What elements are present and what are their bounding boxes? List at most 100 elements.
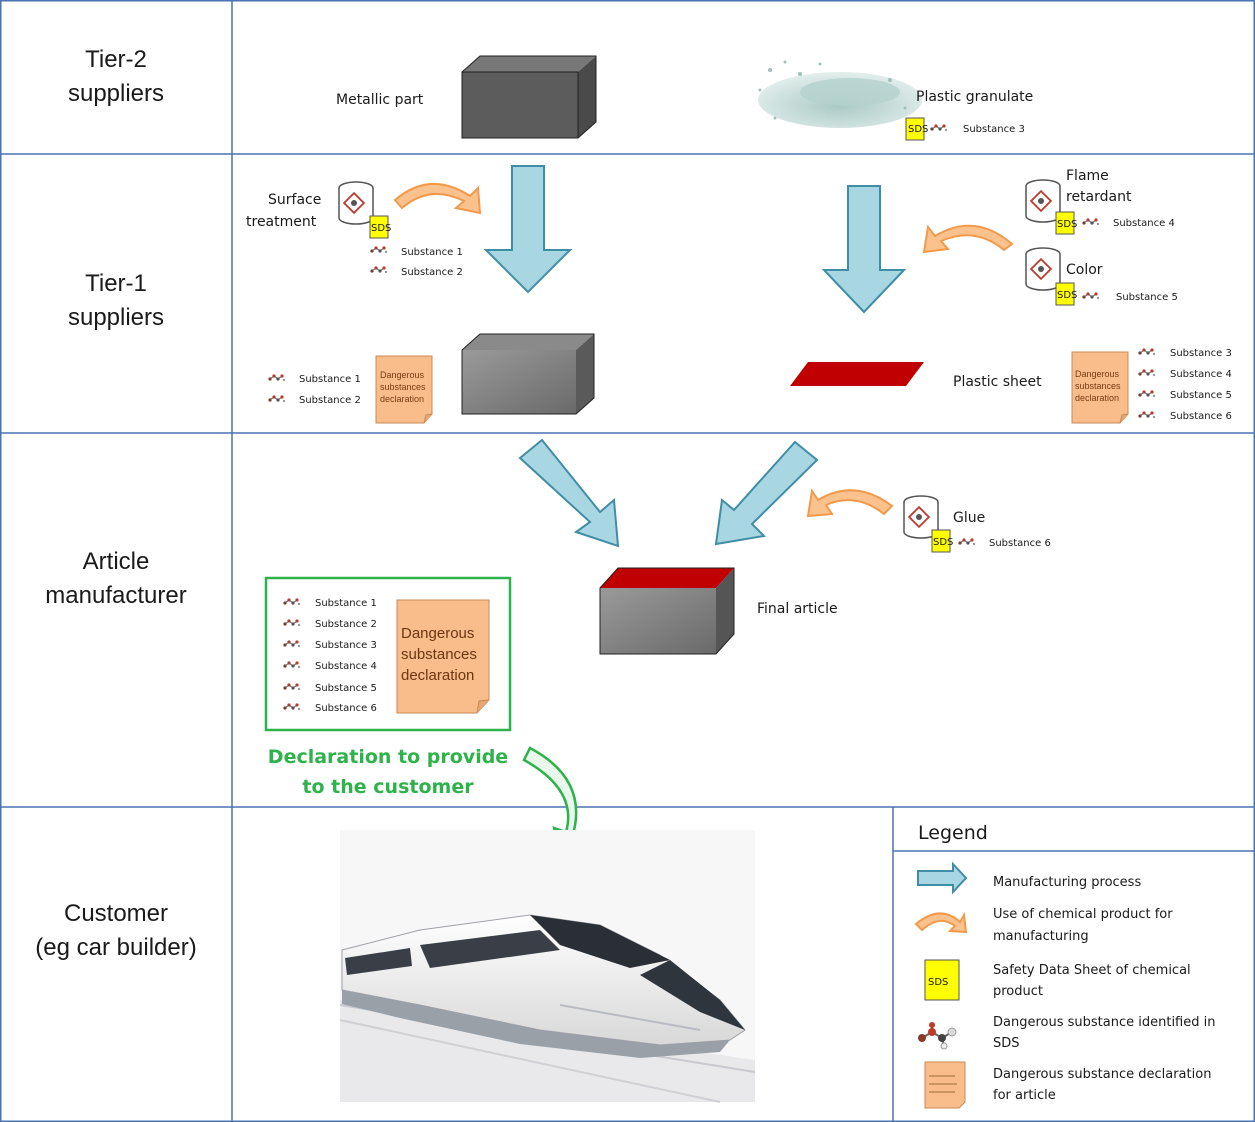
svg-text:declaration: declaration <box>380 394 424 404</box>
sds-badge: SDS <box>369 215 391 239</box>
row-label-line: Tier-1 <box>85 270 147 297</box>
substance-label: Substance 2 <box>315 619 377 630</box>
metallic-part <box>461 55 597 139</box>
use-arrow-icon <box>393 183 482 215</box>
substance-label: Substance 5 <box>315 683 377 694</box>
process-arrow-icon <box>821 185 907 314</box>
molecule-icon <box>282 618 301 627</box>
surface-treatment-label-1: Surface <box>268 192 321 208</box>
svg-text:Dangerous: Dangerous <box>380 370 425 380</box>
substance-label: Substance 1 <box>299 374 361 385</box>
substance-label: Substance 4 <box>1170 369 1232 380</box>
row-label-line: manufacturer <box>45 582 187 609</box>
svg-text:SDS: SDS <box>928 977 948 988</box>
row-label-customer: Customer (eg car builder) <box>0 897 232 965</box>
glue-label: Glue <box>953 510 985 526</box>
svg-text:substances: substances <box>401 646 477 663</box>
legend-item-label: product <box>993 984 1043 999</box>
treated-metal-part <box>461 333 595 415</box>
surface-treatment-label-2: treatment <box>246 214 317 230</box>
molecule-icon <box>1137 368 1156 377</box>
molecule-icon <box>1137 389 1156 398</box>
substance-label: Substance 2 <box>401 267 463 278</box>
chemical-drum-icon <box>338 181 374 225</box>
row-label-line: (eg car builder) <box>35 934 197 961</box>
row-label-line: Customer <box>63 900 169 927</box>
substance-label: Substance 1 <box>401 247 463 258</box>
svg-text:substances: substances <box>1075 381 1121 391</box>
row-label-line: Tier-2 <box>85 46 147 73</box>
row-label-article-manufacturer: Article manufacturer <box>0 545 232 613</box>
row-label-line: Article <box>82 548 150 575</box>
process-arrow-icon <box>714 440 819 546</box>
molecule-icon <box>267 394 286 403</box>
provide-label-1: Declaration to provide <box>268 746 508 768</box>
plastic-sheet-shape <box>790 362 924 386</box>
substance-label: Substance 4 <box>1113 218 1175 229</box>
chemical-drum-icon <box>1025 179 1061 223</box>
svg-text:substances: substances <box>380 382 426 392</box>
molecule-icon <box>267 373 286 382</box>
molecule-icon <box>929 123 948 132</box>
legend-use-arrow-icon <box>914 911 968 934</box>
flame-retardant-label-1: Flame <box>1066 168 1109 184</box>
sds-badge: SDS <box>1055 282 1077 306</box>
molecule-icon <box>1081 217 1100 226</box>
molecule-icon <box>282 639 301 648</box>
final-article-label: Final article <box>757 601 838 617</box>
sds-badge: SDS <box>1055 211 1077 235</box>
use-arrow-icon <box>806 488 894 518</box>
sds-badge: SDS <box>905 117 928 141</box>
molecule-icon <box>369 265 388 274</box>
sds-badge: SDS <box>931 529 953 553</box>
molecule-icon <box>1137 347 1156 356</box>
declaration-doc-icon: Dangerous substances declaration <box>396 599 490 714</box>
use-arrow-icon <box>922 224 1014 254</box>
molecule-icon <box>282 597 301 606</box>
substance-label: Substance 2 <box>299 395 361 406</box>
svg-text:Dangerous: Dangerous <box>1075 369 1120 379</box>
molecule-icon <box>282 660 301 669</box>
molecule-icon <box>282 702 301 711</box>
plastic-sheet-label: Plastic sheet <box>953 374 1042 390</box>
final-article <box>599 567 735 655</box>
substance-label: Substance 3 <box>315 640 377 651</box>
svg-text:SDS: SDS <box>371 223 391 234</box>
process-arrow-icon <box>518 438 620 548</box>
legend-item-label: Safety Data Sheet of chemical <box>993 963 1191 978</box>
legend-item-label: Use of chemical product for <box>993 907 1173 922</box>
molecule-icon <box>1081 291 1100 300</box>
svg-text:SDS: SDS <box>933 537 953 548</box>
legend-sds-icon: SDS <box>924 959 960 1001</box>
legend-item-label: SDS <box>993 1036 1020 1051</box>
molecule-icon <box>1137 410 1156 419</box>
legend-item-label: Dangerous substance declaration <box>993 1067 1211 1082</box>
train-image <box>339 830 756 1103</box>
legend-molecule-icon <box>917 1021 957 1050</box>
legend-item-label: Manufacturing process <box>993 875 1141 890</box>
svg-text:SDS: SDS <box>1057 290 1077 301</box>
svg-text:SDS: SDS <box>908 124 928 135</box>
row-label-line: suppliers <box>67 80 165 107</box>
declaration-box <box>264 576 512 732</box>
legend-declaration-doc-icon <box>924 1061 966 1109</box>
row-label-tier2: Tier-2 suppliers <box>0 43 232 111</box>
plastic-granulate-label: Plastic granulate <box>916 89 1033 105</box>
legend-item-label: for article <box>993 1088 1056 1103</box>
substance-label: Substance 5 <box>1116 292 1178 303</box>
color-label: Color <box>1066 262 1103 278</box>
substance-label: Substance 3 <box>963 124 1025 135</box>
row-label-line: suppliers <box>67 304 165 331</box>
svg-text:SDS: SDS <box>1057 219 1077 230</box>
substance-label: Substance 6 <box>315 703 377 714</box>
molecule-icon <box>369 245 388 254</box>
plastic-granulate-image <box>758 60 922 128</box>
metallic-part-label: Metallic part <box>336 92 424 108</box>
legend-title: Legend <box>918 822 988 844</box>
substance-label: Substance 5 <box>1170 390 1232 401</box>
molecule-icon <box>957 537 976 546</box>
svg-text:declaration: declaration <box>1075 393 1119 403</box>
chemical-drum-icon <box>1025 247 1061 291</box>
substance-label: Substance 3 <box>1170 348 1232 359</box>
